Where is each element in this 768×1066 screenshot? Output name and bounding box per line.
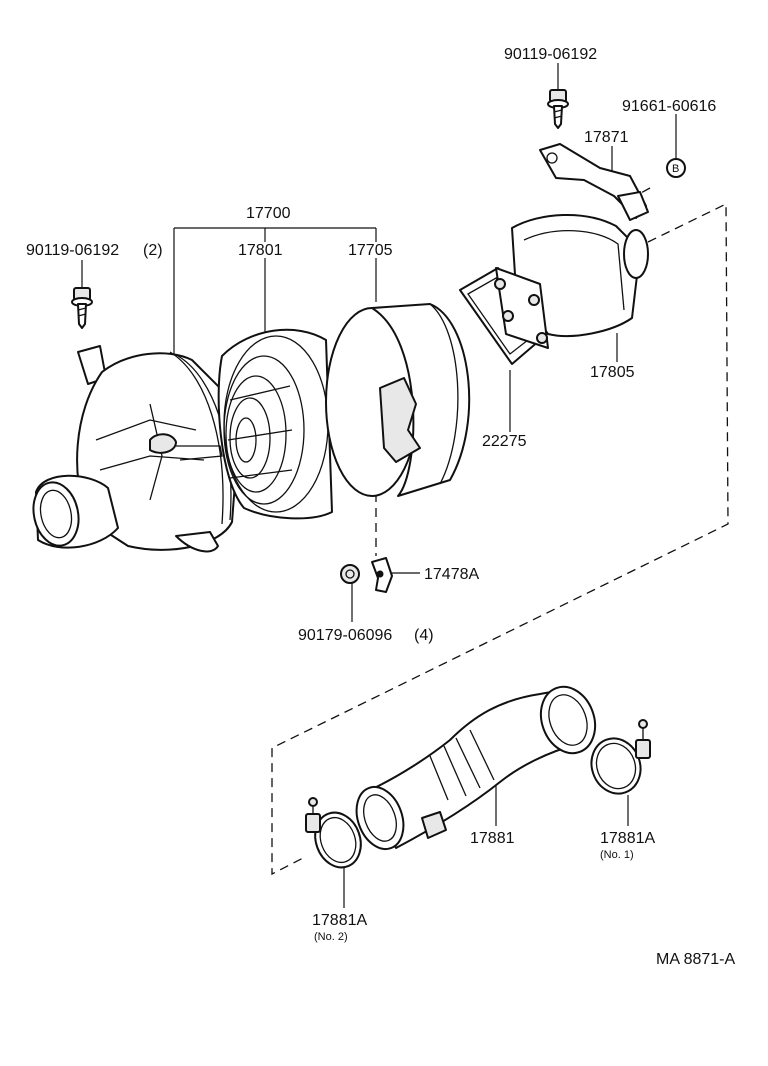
hose-clamp-no1 — [590, 719, 651, 795]
label-17805: 17805 — [590, 364, 635, 381]
label-no2: (No. 2) — [314, 931, 348, 943]
label-17881a-no1: 17881A — [600, 830, 655, 847]
label-17881a-no2: 17881A — [312, 912, 367, 929]
left-bolt — [71, 287, 93, 329]
resonator — [494, 213, 649, 349]
label-90119-top: 90119-06192 — [504, 46, 597, 63]
drawing-id: MA 8871-A — [656, 951, 735, 968]
label-qty-4: (4) — [414, 627, 434, 644]
hose-clamp-no2 — [305, 797, 362, 869]
label-17700: 17700 — [246, 205, 291, 222]
filter-element — [217, 328, 333, 520]
top-bolt — [547, 89, 569, 129]
resonator-bracket — [539, 143, 649, 221]
air-cleaner-cap — [325, 303, 471, 497]
label-no1: (No. 1) — [600, 849, 634, 861]
label-qty-2: (2) — [143, 242, 163, 259]
air-cleaner-case — [32, 345, 237, 553]
intake-hose — [355, 685, 597, 850]
label-91661: 91661-60616 — [622, 98, 716, 115]
label-17705: 17705 — [348, 242, 393, 259]
label-90119-left: 90119-06192 — [26, 242, 119, 259]
label-17871: 17871 — [584, 129, 629, 146]
label-b-mark: B — [672, 163, 679, 175]
label-22275: 22275 — [482, 433, 527, 450]
leader-lines — [81, 63, 677, 908]
label-17881: 17881 — [470, 830, 515, 847]
label-90179: 90179-06096 — [298, 627, 392, 644]
b-circle-marker — [666, 158, 686, 178]
label-17478a: 17478A — [424, 566, 479, 583]
clip-17478a — [371, 557, 393, 593]
label-17801: 17801 — [238, 242, 283, 259]
part-labels: 90119-06192 91661-60616 17871 B 17700 90… — [26, 46, 735, 968]
nut-90179 — [340, 564, 360, 584]
